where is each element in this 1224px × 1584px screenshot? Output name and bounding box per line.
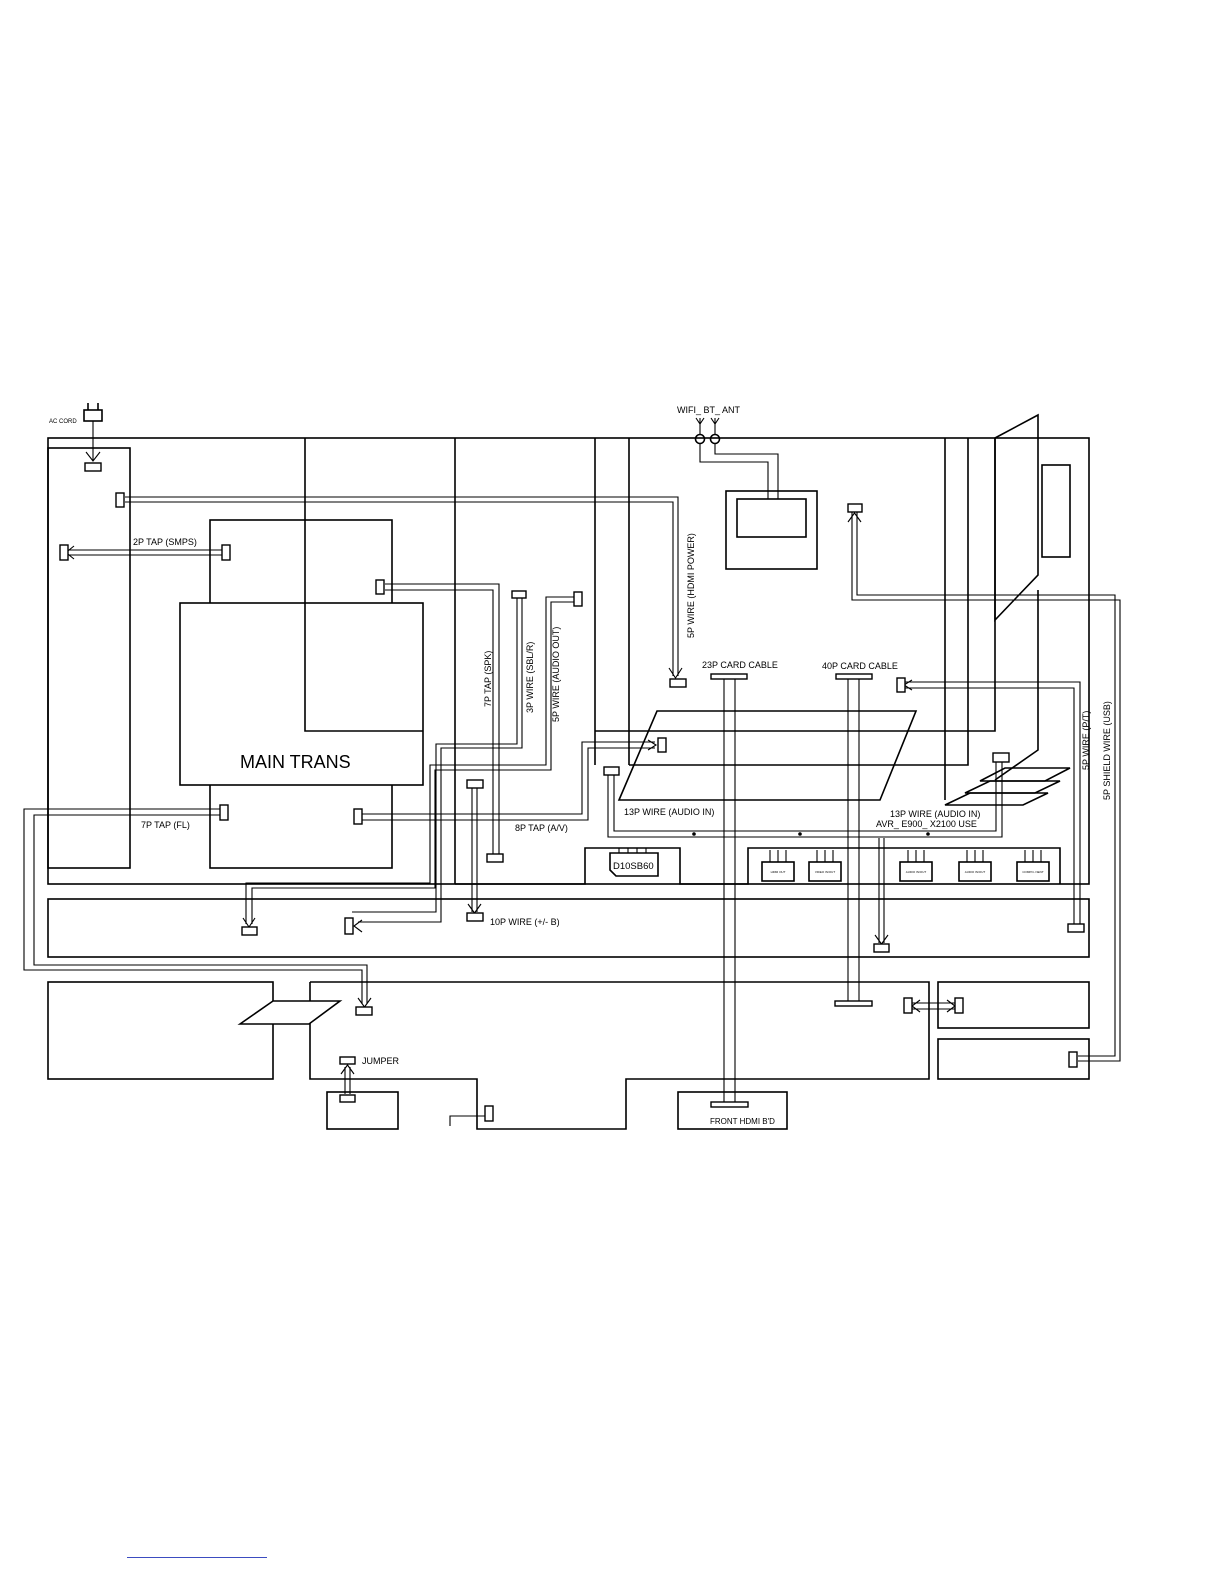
connector xyxy=(903,997,913,1014)
connector xyxy=(511,590,527,599)
connector xyxy=(219,804,229,821)
jumper-board xyxy=(326,1091,399,1130)
bottom-left-board xyxy=(47,981,274,1080)
usb-shield-wire xyxy=(851,512,1121,1062)
connector xyxy=(115,492,125,508)
fl-tap-label: 7P TAP (FL) xyxy=(141,820,190,830)
connector xyxy=(1067,923,1085,933)
wifi-module-outer xyxy=(725,490,818,570)
avr-use-label: AVR_ E900_ X2100 USE xyxy=(876,819,977,829)
left-power-board xyxy=(47,447,131,869)
connector xyxy=(657,737,667,753)
connector xyxy=(466,912,484,922)
usb-shield-wire-label: 5P SHIELD WIRE (USB) xyxy=(1102,701,1112,800)
sbl-wire-label: 3P WIRE (SBL/R) xyxy=(525,642,535,713)
bottom-right-board-bottom xyxy=(937,1038,1090,1080)
antenna-icon xyxy=(694,417,721,445)
connector xyxy=(1068,1051,1078,1068)
pt-wire xyxy=(905,681,1081,924)
d10sb60-chip xyxy=(609,848,659,877)
plug-icon xyxy=(83,403,103,422)
audio-in-wire xyxy=(607,762,1003,838)
connector xyxy=(847,503,863,513)
bottom-right-board-top xyxy=(937,981,1090,1029)
upper-main-board xyxy=(304,438,423,732)
jack-label: AUDIO IN/OUT xyxy=(965,870,986,874)
audio-out-wire xyxy=(245,596,574,924)
connector xyxy=(710,673,748,680)
wifi-module-inner xyxy=(736,498,807,538)
wifi-bt-ant-label: WIFI_ BT_ ANT xyxy=(677,405,741,415)
card-cable-40p-label: 40P CARD CABLE xyxy=(822,661,898,671)
front-hdmi-board xyxy=(677,1091,788,1130)
connectors xyxy=(59,462,1085,1122)
front-hdmi-label: FRONT HDMI B'D xyxy=(710,1117,775,1126)
connector xyxy=(486,853,504,863)
input-board-outline xyxy=(455,847,1061,885)
sbl-wire xyxy=(352,598,518,913)
connector xyxy=(603,766,620,776)
footer-link-underline[interactable] xyxy=(127,1557,267,1558)
d10sb60-label: D10SB60 xyxy=(613,861,654,872)
bottom-slanted-pad xyxy=(237,1000,343,1025)
connector xyxy=(573,591,583,607)
audio-in-wire-label-right: 13P WIRE (AUDIO IN) xyxy=(890,809,980,819)
connector xyxy=(59,544,69,561)
jack-label: COMPO- NENT xyxy=(1022,870,1044,874)
audio-in-wire-label-left: 13P WIRE (AUDIO IN) xyxy=(624,807,714,817)
hdmi-power-wire xyxy=(125,496,679,676)
jack-label: VIDEO IN/OUT xyxy=(815,870,836,874)
pm-b-wire-label: 10P WIRE (+/- B) xyxy=(490,917,560,927)
jumper-label: JUMPER xyxy=(362,1056,400,1066)
amp-strip-board xyxy=(47,898,1090,958)
hdmi-power-wire-label: 5P WIRE (HDMI POWER) xyxy=(686,533,696,638)
jack-label: AUDIO IN/OUT xyxy=(906,870,927,874)
bottom-main-board xyxy=(309,981,930,1130)
connector xyxy=(241,926,258,936)
connector xyxy=(992,752,1010,763)
connector xyxy=(339,1094,356,1103)
wires xyxy=(23,420,1121,1126)
connector xyxy=(669,678,687,688)
connector xyxy=(339,1056,356,1065)
connector xyxy=(84,462,102,472)
connector xyxy=(355,1006,373,1016)
right-slanted-panel xyxy=(994,413,1039,622)
connector xyxy=(353,808,363,825)
connector xyxy=(896,677,906,693)
chassis-outlines xyxy=(47,413,1090,1130)
ac-cord-label: AC CORD xyxy=(49,419,77,425)
spk-tap-label: 7P TAP (SPK) xyxy=(483,651,493,707)
spk-wire xyxy=(385,583,500,854)
main-trans-block xyxy=(179,602,424,786)
antenna-wire xyxy=(699,444,769,499)
connector xyxy=(873,943,890,953)
connector xyxy=(834,1000,873,1007)
av-wire xyxy=(358,741,655,815)
connector xyxy=(375,579,385,595)
av-tap-label: 8P TAP (A/V) xyxy=(515,823,568,833)
smps-tap-label: 2P TAP (SMPS) xyxy=(133,537,197,547)
fl-wire xyxy=(23,808,363,1004)
connector xyxy=(954,997,964,1014)
connector xyxy=(835,673,873,680)
connector xyxy=(221,544,231,561)
audio-out-wire-label: 5P WIRE (AUDIO OUT) xyxy=(551,627,561,722)
connector xyxy=(466,779,484,789)
connector xyxy=(344,917,354,935)
pt-wire-label: 5P WIRE (P/T) xyxy=(1081,711,1091,770)
connector xyxy=(710,1101,749,1108)
jack-label: HDMI OUT xyxy=(771,870,786,874)
jack-row xyxy=(761,850,1050,882)
labels: AC CORD WIFI_ BT_ ANT 2P TAP (SMPS) MAIN… xyxy=(49,405,1112,1126)
connector xyxy=(484,1105,494,1122)
main-trans-label: MAIN TRANS xyxy=(240,752,351,772)
card-cable-23p-label: 23P CARD CABLE xyxy=(702,660,778,670)
slanted-card xyxy=(617,710,918,801)
